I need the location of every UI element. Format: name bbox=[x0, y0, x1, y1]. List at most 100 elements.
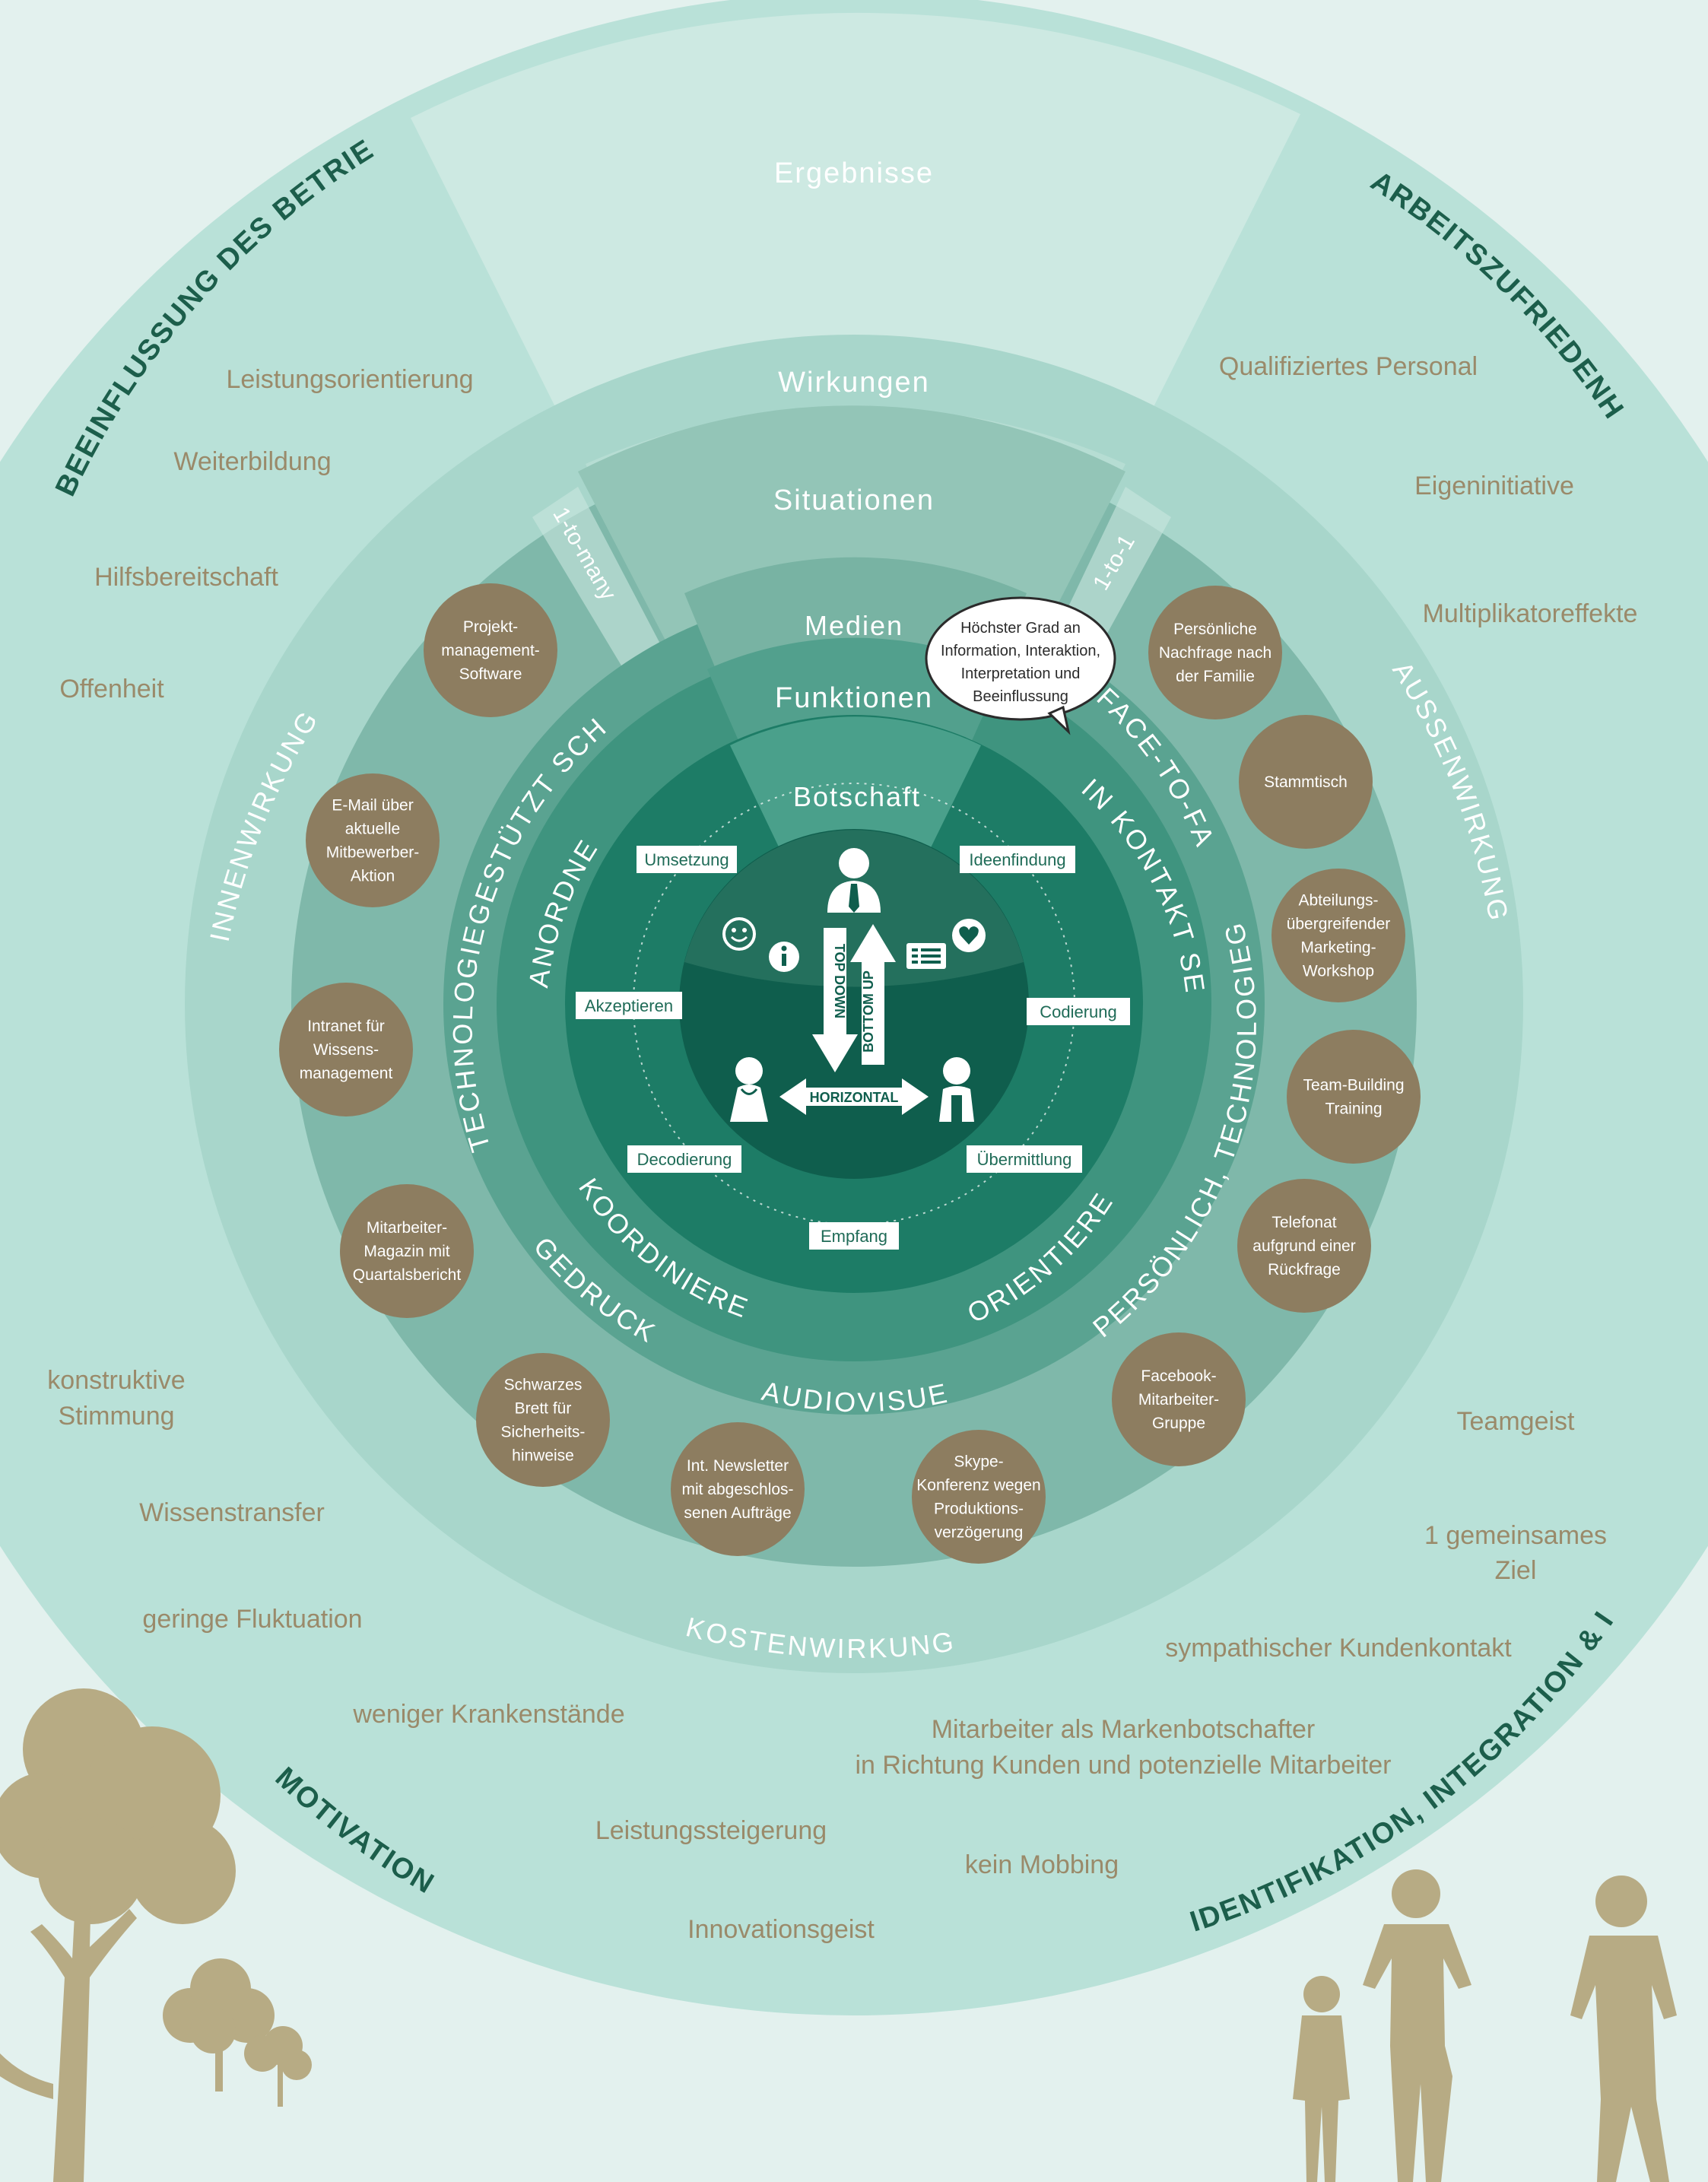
svg-text:TOP DOWN: TOP DOWN bbox=[832, 944, 847, 1018]
info-icon bbox=[769, 942, 799, 972]
media-circle-text: der Familie bbox=[1176, 668, 1255, 685]
core-content: TOP DOWN BOTTOM UP HORIZONTAL bbox=[722, 848, 986, 1122]
media-circle-text: Abteilungs- bbox=[1298, 892, 1378, 910]
item-gemeinsames-ziel-1: 1 gemeinsames bbox=[1424, 1521, 1607, 1550]
item-wissenstransfer: Wissenstransfer bbox=[139, 1498, 325, 1527]
process-label-text: Empfang bbox=[821, 1227, 887, 1246]
process-label-text: Umsetzung bbox=[644, 850, 729, 869]
item-gemeinsames-ziel-2: Ziel bbox=[1495, 1556, 1537, 1585]
media-circle-text: senen Aufträge bbox=[684, 1504, 791, 1522]
speech-bubble-line-2: Information, Interaktion, bbox=[941, 643, 1100, 659]
media-circle-text: Training bbox=[1325, 1101, 1382, 1118]
media-circle-text: Quartalsbericht bbox=[353, 1266, 462, 1284]
item-kundenkontakt: sympathischer Kundenkontakt bbox=[1165, 1634, 1512, 1663]
item-konstruktive: konstruktive bbox=[47, 1366, 185, 1395]
speech-bubble-line-4: Beeinflussung bbox=[973, 688, 1068, 705]
label-ergebnisse: Ergebnisse bbox=[774, 157, 934, 189]
process-label-akzeptieren: Akzeptieren bbox=[576, 992, 682, 1019]
media-circle-text: Projekt- bbox=[463, 618, 518, 636]
speech-bubble-line-1: Höchster Grad an bbox=[960, 620, 1081, 637]
media-circle-text: Magazin mit bbox=[364, 1243, 449, 1260]
top-down-arrow: TOP DOWN bbox=[812, 928, 858, 1072]
band-1-to-many bbox=[532, 487, 662, 669]
media-circle-text: Mitarbeiter- bbox=[367, 1219, 447, 1237]
media-circle-text: Software bbox=[459, 665, 522, 683]
manager-icon bbox=[827, 848, 881, 913]
media-circle-text: management bbox=[300, 1065, 393, 1082]
media-circle-text: Stammtisch bbox=[1264, 773, 1348, 791]
media-circle-text: Nachfrage nach bbox=[1159, 644, 1271, 662]
media-circle-text: Intranet für bbox=[307, 1018, 385, 1035]
item-hilfsbereitschaft: Hilfsbereitschaft bbox=[94, 563, 278, 592]
media-circle-text: Brett für bbox=[515, 1400, 572, 1418]
item-leistungsorientierung: Leistungsorientierung bbox=[226, 365, 473, 394]
media-circle-text: aktuelle bbox=[345, 821, 400, 838]
media-circle-text: übergreifender bbox=[1287, 916, 1391, 933]
media-circle-text: Facebook- bbox=[1141, 1367, 1216, 1385]
label-funktionen: Funktionen bbox=[775, 682, 933, 714]
woman-icon bbox=[730, 1057, 768, 1122]
label-wirkungen: Wirkungen bbox=[778, 367, 930, 399]
media-circle: Skype-Konferenz wegenProduktions-verzöge… bbox=[912, 1430, 1046, 1564]
label-situationen: Situationen bbox=[773, 484, 935, 516]
item-weiterbildung: Weiterbildung bbox=[173, 447, 331, 476]
item-innovationsgeist: Innovationsgeist bbox=[687, 1915, 875, 1944]
process-label-empfang: Empfang bbox=[809, 1222, 899, 1250]
document-icon bbox=[906, 943, 946, 969]
process-label-text: Codierung bbox=[1040, 1002, 1117, 1021]
item-weniger-krankenstaende: weniger Krankenstände bbox=[352, 1700, 624, 1729]
speech-bubble-line-3: Interpretation und bbox=[961, 665, 1081, 682]
item-eigeninitiative: Eigeninitiative bbox=[1414, 472, 1574, 500]
media-circle-text: verzögerung bbox=[935, 1524, 1024, 1542]
media-circle-text: Persönliche bbox=[1173, 621, 1257, 638]
media-circle-text: Workshop bbox=[1303, 963, 1374, 980]
media-circle-text: hinweise bbox=[512, 1447, 574, 1465]
item-leistungssteigerung: Leistungssteigerung bbox=[595, 1816, 827, 1845]
heart-icon bbox=[952, 919, 986, 952]
media-circle-text: Skype- bbox=[954, 1453, 1003, 1471]
process-label-übermittlung: Übermittlung bbox=[967, 1145, 1082, 1173]
media-circle-text: Wissens- bbox=[313, 1041, 379, 1059]
process-label-text: Decodierung bbox=[637, 1150, 732, 1169]
label-medien: Medien bbox=[805, 610, 903, 641]
media-circle-text: Int. Newsletter bbox=[687, 1457, 789, 1475]
process-label-text: Übermittlung bbox=[977, 1150, 1072, 1169]
bottom-up-arrow: BOTTOM UP bbox=[850, 924, 896, 1065]
process-label-ideenfindung: Ideenfindung bbox=[960, 846, 1075, 873]
item-multiplikatoreffekte: Multiplikatoreffekte bbox=[1423, 599, 1638, 628]
svg-text:BOTTOM UP: BOTTOM UP bbox=[861, 970, 876, 1053]
media-circle: Stammtisch bbox=[1239, 715, 1373, 849]
speech-bubble: Höchster Grad an Information, Interaktio… bbox=[925, 596, 1116, 735]
media-circle: Int. Newsletter mit abgeschlos-senen Auft… bbox=[671, 1422, 805, 1556]
media-circle-text: Aktion bbox=[351, 868, 395, 885]
media-circle-text: E-Mail über bbox=[332, 797, 413, 815]
people-silhouette-adult bbox=[1363, 1869, 1471, 2182]
media-circle-text: aufgrund einer bbox=[1252, 1237, 1355, 1255]
process-label-text: Akzeptieren bbox=[585, 996, 673, 1015]
media-circle-text: Gruppe bbox=[1152, 1415, 1205, 1432]
media-circle-text: Sicherheits- bbox=[501, 1424, 586, 1441]
horizontal-arrow: HORIZONTAL bbox=[779, 1078, 929, 1115]
media-circle-text: Mitbewerber- bbox=[326, 844, 420, 862]
tree-silhouette-small bbox=[163, 1958, 312, 2107]
process-label-umsetzung: Umsetzung bbox=[637, 846, 737, 873]
label-botschaft: Botschaft bbox=[793, 781, 921, 812]
employee-icon bbox=[939, 1057, 974, 1122]
media-circle-text: Marketing- bbox=[1300, 939, 1376, 957]
item-markenbotschafter-2: in Richtung Kunden und potenzielle Mitar… bbox=[855, 1751, 1391, 1780]
process-label-decodierung: Decodierung bbox=[627, 1145, 741, 1173]
media-circle-text: Rückfrage bbox=[1268, 1261, 1341, 1278]
media-circle-text: Mitarbeiter- bbox=[1138, 1391, 1219, 1409]
media-circle-text: management- bbox=[441, 642, 540, 659]
media-circle-text: mit abgeschlos- bbox=[681, 1481, 793, 1498]
media-circle-text: Konferenz wegen bbox=[916, 1477, 1040, 1494]
